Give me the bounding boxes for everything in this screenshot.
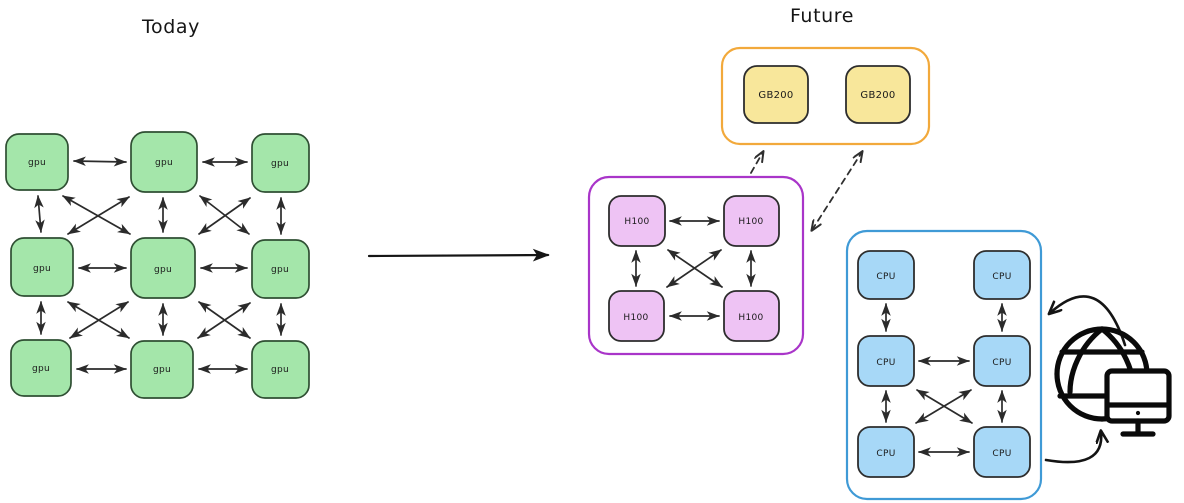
cpu-node-label: CPU (876, 272, 895, 282)
gpu-node[interactable]: gpu (5, 133, 69, 191)
gpu-node-label: gpu (153, 365, 171, 375)
gpu-node[interactable]: gpu (10, 339, 72, 397)
cpu-group[interactable]: CPU CPU CPU CPU CPU CPU (845, 229, 1043, 501)
gpu-node[interactable]: gpu (130, 340, 194, 399)
monitor-icon (1104, 368, 1172, 437)
cpu-mesh-edges (881, 302, 1007, 457)
gpu-node-label: gpu (155, 158, 173, 168)
cpu-node-label: CPU (992, 449, 1011, 459)
gpu-node-group: gpu gpu gpu gpu gpu gpu (5, 131, 310, 399)
gpu-mesh-edges (34, 156, 286, 374)
cpu-node-label: CPU (992, 272, 1011, 282)
h100-node[interactable]: H100 (723, 290, 780, 342)
cpu-node-label: CPU (992, 358, 1011, 368)
cpu-node-label: CPU (876, 358, 895, 368)
gpu-node-label: gpu (32, 364, 50, 374)
h100-node[interactable]: H100 (608, 195, 666, 247)
cpu-node[interactable]: CPU (857, 426, 915, 478)
gpu-node-label: gpu (271, 365, 289, 375)
gpu-node[interactable]: gpu (130, 131, 198, 193)
cpu-node-label: CPU (876, 449, 895, 459)
cpu-to-gb200-link (812, 152, 862, 230)
h100-node-label: H100 (738, 313, 763, 323)
globe-monitor-icon (1054, 326, 1172, 437)
h100-to-gb200-link (739, 152, 763, 193)
gpu-node-label: gpu (271, 159, 289, 169)
h100-group[interactable]: H100 H100 H100 H100 (587, 175, 805, 356)
gb200-node[interactable]: GB200 (845, 65, 911, 124)
cpu-node[interactable]: CPU (973, 335, 1031, 387)
h100-node[interactable]: H100 (723, 195, 780, 247)
today-to-future-arrow (367, 248, 550, 262)
gpu-node[interactable]: gpu (251, 133, 310, 193)
cpu-node[interactable]: CPU (857, 250, 915, 300)
cpu-to-globe-arrow (1044, 432, 1101, 464)
cpu-node[interactable]: CPU (973, 426, 1031, 478)
h100-node-label: H100 (623, 313, 648, 323)
today-title: Today (141, 16, 200, 38)
gpu-node-label: gpu (33, 264, 51, 274)
gpu-node[interactable]: gpu (251, 340, 310, 399)
gb200-node-label: GB200 (860, 90, 895, 101)
gpu-node-label: gpu (154, 265, 172, 275)
h100-node-label: H100 (624, 217, 649, 227)
h100-mesh-edges (631, 216, 756, 321)
gpu-node[interactable]: gpu (251, 239, 310, 299)
gb200-node-label: GB200 (758, 90, 793, 101)
h100-node-label: H100 (738, 217, 763, 227)
cpu-node[interactable]: CPU (857, 335, 915, 387)
gpu-node[interactable]: gpu (130, 237, 196, 299)
cpu-node[interactable]: CPU (973, 250, 1031, 300)
gpu-node-label: gpu (28, 158, 46, 168)
gb200-group[interactable]: GB200 GB200 (720, 46, 931, 146)
h100-node[interactable]: H100 (608, 290, 665, 342)
gpu-node[interactable]: gpu (10, 237, 74, 297)
gb200-node[interactable]: GB200 (743, 65, 809, 124)
gpu-node-label: gpu (271, 265, 289, 275)
future-title: Future (790, 5, 854, 27)
